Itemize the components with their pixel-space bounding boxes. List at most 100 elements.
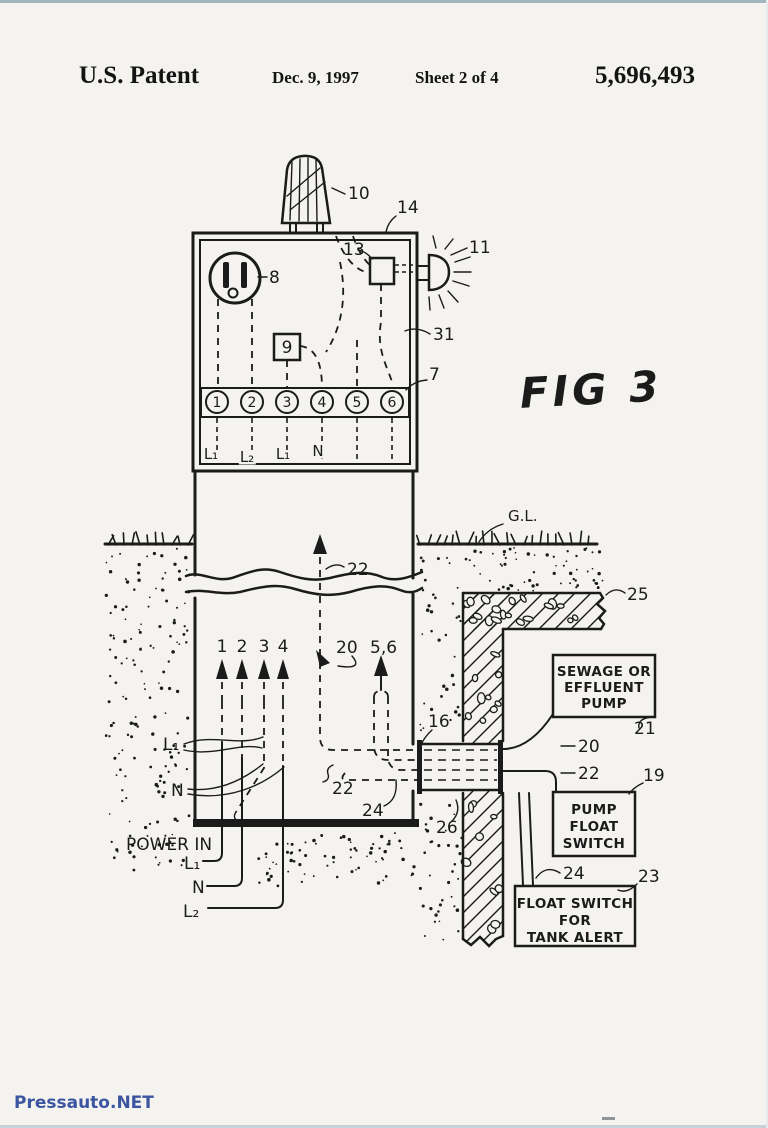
- power-in-leads: [202, 826, 284, 909]
- pump-box-line1: SEWAGE OR: [557, 664, 651, 680]
- pump-box-line3: PUMP: [581, 696, 627, 712]
- wavy-break: [184, 568, 424, 597]
- control-panel-box: [191, 231, 419, 827]
- page-bottom-edge: [0, 1125, 768, 1128]
- ref-56-label: 5,6: [370, 638, 397, 658]
- left-n-leader-b: [187, 766, 285, 797]
- wire-1-label: 1: [217, 637, 228, 657]
- alarm-horn: [416, 235, 472, 311]
- arrowhead-wire-3: [258, 659, 270, 679]
- ground-level-label: G.L.: [508, 507, 538, 525]
- float-box-line2: FLOAT: [569, 819, 618, 835]
- arrowhead-wire-1: [216, 659, 228, 679]
- ref-22-right-label: 22: [578, 764, 600, 784]
- ref-22-riser-leader: [325, 564, 345, 570]
- soil-stipple-texture: [104, 547, 604, 941]
- ref-8-label: 8: [269, 268, 280, 288]
- right-cables: [502, 713, 576, 886]
- terminal-5: 5: [353, 395, 362, 411]
- terminal-wire-l2: L₂: [240, 448, 254, 466]
- terminal-3: 3: [283, 395, 292, 411]
- ref-31-leader: [404, 328, 431, 335]
- patent-header-date: Dec. 9, 1997: [272, 68, 359, 87]
- terminal-wire-n: N: [312, 442, 323, 460]
- terminal-4: 4: [318, 395, 327, 411]
- ref-24-right-leader: [535, 868, 561, 879]
- ref-7-label: 7: [429, 365, 440, 385]
- ref-11-leader: [450, 247, 468, 256]
- ref-25-leader: [605, 589, 626, 596]
- ref-14-label: 14: [397, 198, 419, 218]
- ref-20-right-label: 20: [578, 737, 600, 757]
- ref-14-leader: [385, 215, 397, 233]
- ref-13-label: 13: [343, 240, 365, 260]
- pump-box-line2: EFFLUENT: [564, 680, 644, 696]
- panel-internal-wiring: [217, 235, 393, 389]
- wire-4-label: 4: [278, 637, 289, 657]
- component-9-box: [272, 332, 302, 362]
- left-l1-leader-b: [183, 745, 263, 753]
- sleeve-end-right: [498, 740, 503, 794]
- ref-9-label: 9: [282, 338, 293, 358]
- relay-to-horn-wires: [395, 264, 416, 273]
- terminal-strip: 1 2 3 4 5 6: [200, 387, 410, 418]
- patent-header-number: 5,696,493: [595, 62, 695, 89]
- stray-mark: [602, 1117, 615, 1120]
- ref-22-riser-label: 22: [347, 560, 369, 580]
- float-box-line3: SWITCH: [563, 836, 625, 852]
- ref-21-label: 21: [634, 719, 656, 739]
- sewage-pump-box: SEWAGE OR EFFLUENT PUMP: [551, 653, 657, 719]
- wall-sleeve: [417, 742, 503, 792]
- float-box-line1: PUMP: [571, 802, 617, 818]
- sleeve-end-left: [417, 740, 422, 794]
- ref-20-left-leader: [337, 655, 357, 668]
- arrowhead-wire-2: [236, 659, 248, 679]
- ref-31-label: 31: [433, 325, 455, 345]
- ref-23-label: 23: [638, 867, 660, 887]
- power-in-l2: L₂: [183, 902, 199, 922]
- ref-22-left-label: 22: [332, 779, 354, 799]
- ref-7-leader: [405, 379, 428, 391]
- wire-3-label: 3: [259, 637, 270, 657]
- left-n-leader-a: [187, 763, 264, 791]
- power-in-title: POWER IN: [126, 835, 212, 855]
- ref-20-left-label: 20: [336, 638, 358, 658]
- power-in-l1: L₁: [184, 854, 200, 874]
- ref-19-leader: [628, 782, 644, 795]
- concrete-wall-outline: [461, 591, 607, 948]
- terminal-1: 1: [213, 395, 222, 411]
- concrete-aggregate-texture: [460, 594, 579, 934]
- left-l1-label: L₁: [163, 735, 179, 755]
- figure-number: FIG 3: [519, 361, 664, 417]
- terminal-wire-l1b: L₁: [276, 445, 290, 463]
- underground-wiring: [221, 610, 419, 822]
- ref-24-left-label: 24: [362, 801, 384, 821]
- wire-2-label: 2: [237, 637, 248, 657]
- tank-alert-box: FLOAT SWITCH FOR TANK ALERT: [513, 884, 637, 948]
- terminal-wire-l1a: L₁: [204, 445, 218, 463]
- ref-26-label: 26: [436, 818, 458, 838]
- ground-level-leader: [478, 523, 504, 543]
- tank-box-line3: TANK ALERT: [527, 930, 624, 946]
- page-right-edge: [766, 0, 768, 1128]
- beacon-light: [280, 154, 332, 234]
- ref-24-right-label: 24: [563, 864, 585, 884]
- ref-16-label: 16: [428, 712, 450, 732]
- tank-box-line2: FOR: [559, 913, 591, 929]
- tank-box-line1: FLOAT SWITCH: [517, 896, 634, 912]
- ref-16-leader: [419, 729, 433, 748]
- ref-21-leader: [638, 716, 652, 729]
- outlet-symbol: [208, 251, 262, 305]
- ref-25-label: 25: [627, 585, 649, 605]
- left-l1-leader-a: [183, 736, 264, 745]
- arrowhead-wire-4: [277, 659, 289, 679]
- left-n-label: N: [171, 781, 184, 801]
- riser-arrowhead: [313, 534, 327, 554]
- power-in-n: N: [192, 878, 205, 898]
- ref-22-brace: [322, 764, 334, 783]
- page-top-edge: [0, 0, 768, 3]
- ref-26-leader: [451, 799, 459, 822]
- terminal-2: 2: [248, 395, 257, 411]
